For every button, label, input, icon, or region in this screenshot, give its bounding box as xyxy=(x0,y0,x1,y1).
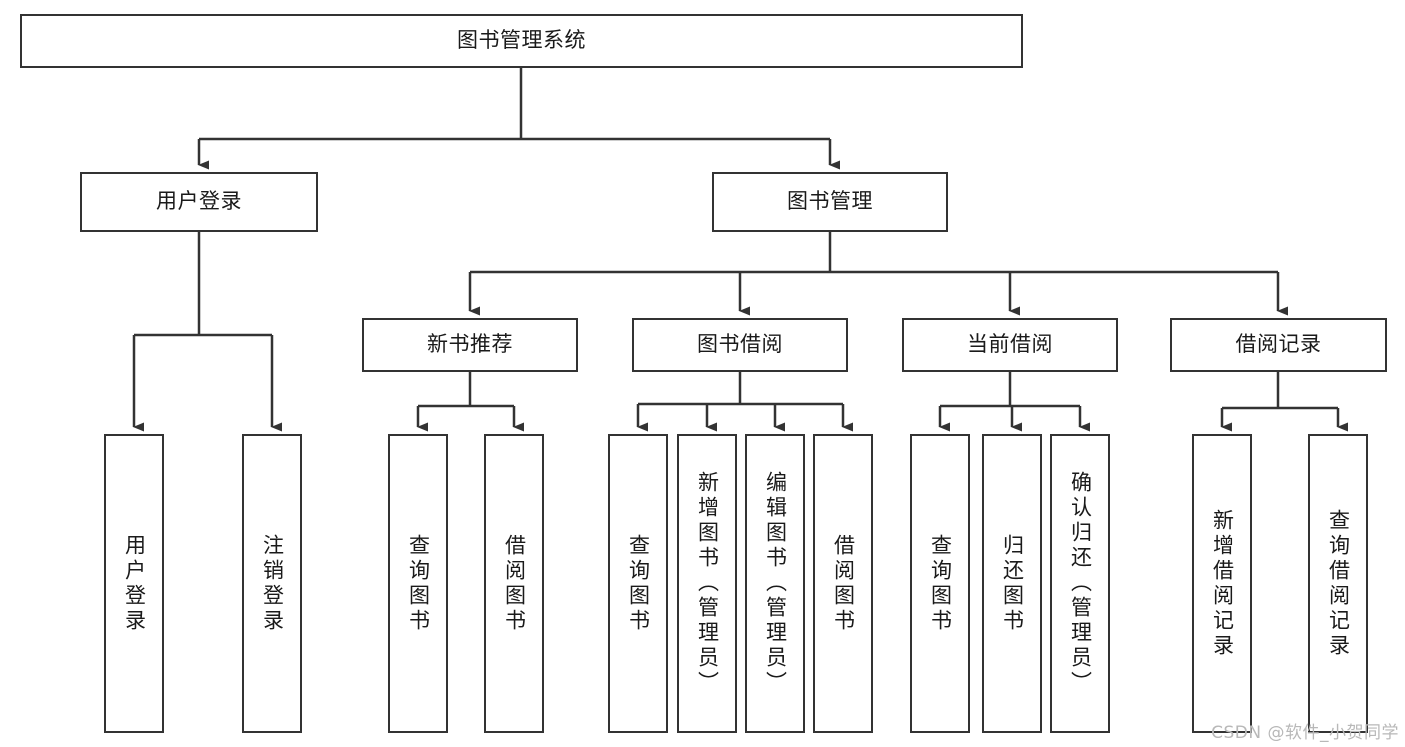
node-label: 编辑图书（管理员） xyxy=(763,471,788,696)
node-root-system[interactable]: 图书管理系统 xyxy=(20,14,1023,68)
node-leaf-bb-query-book[interactable]: 查询图书 xyxy=(608,434,668,733)
node-leaf-bb-borrow-book[interactable]: 借阅图书 xyxy=(813,434,873,733)
node-label: 图书借阅 xyxy=(697,332,783,357)
node-book-borrow[interactable]: 图书借阅 xyxy=(632,318,848,372)
node-label: 用户登录 xyxy=(156,189,242,214)
node-leaf-br-query-record[interactable]: 查询借阅记录 xyxy=(1308,434,1368,733)
node-label: 确认归还（管理员） xyxy=(1068,471,1093,696)
node-label: 归还图书 xyxy=(1000,533,1025,634)
node-label: 借阅记录 xyxy=(1235,332,1322,357)
node-label: 查询图书 xyxy=(406,533,431,634)
node-book-management[interactable]: 图书管理 xyxy=(712,172,948,232)
node-label: 新增借阅记录 xyxy=(1210,508,1235,659)
node-leaf-bb-add-book[interactable]: 新增图书（管理员） xyxy=(677,434,737,733)
node-leaf-cb-confirm-return[interactable]: 确认归还（管理员） xyxy=(1050,434,1110,733)
node-leaf-br-add-record[interactable]: 新增借阅记录 xyxy=(1192,434,1252,733)
node-label: 新书推荐 xyxy=(427,332,513,357)
node-user-login[interactable]: 用户登录 xyxy=(80,172,318,232)
node-borrow-record[interactable]: 借阅记录 xyxy=(1170,318,1387,372)
node-leaf-logout[interactable]: 注销登录 xyxy=(242,434,302,733)
node-leaf-user-login[interactable]: 用户登录 xyxy=(104,434,164,733)
node-label: 图书管理 xyxy=(787,189,873,214)
node-leaf-bb-edit-book[interactable]: 编辑图书（管理员） xyxy=(745,434,805,733)
node-label: 查询图书 xyxy=(626,533,651,634)
node-label: 用户登录 xyxy=(122,533,147,634)
node-leaf-cb-return-book[interactable]: 归还图书 xyxy=(982,434,1042,733)
node-label: 借阅图书 xyxy=(831,533,856,634)
node-label: 借阅图书 xyxy=(502,533,527,634)
node-label: 当前借阅 xyxy=(967,332,1053,357)
node-label: 注销登录 xyxy=(260,533,285,634)
node-label: 图书管理系统 xyxy=(457,28,586,53)
node-current-borrow[interactable]: 当前借阅 xyxy=(902,318,1118,372)
node-label: 新增图书（管理员） xyxy=(695,471,720,696)
node-new-book-recommend[interactable]: 新书推荐 xyxy=(362,318,578,372)
node-label: 查询图书 xyxy=(928,533,953,634)
node-label: 查询借阅记录 xyxy=(1326,508,1351,659)
node-leaf-rec-query-book[interactable]: 查询图书 xyxy=(388,434,448,733)
node-leaf-cb-query-book[interactable]: 查询图书 xyxy=(910,434,970,733)
node-leaf-rec-borrow-book[interactable]: 借阅图书 xyxy=(484,434,544,733)
